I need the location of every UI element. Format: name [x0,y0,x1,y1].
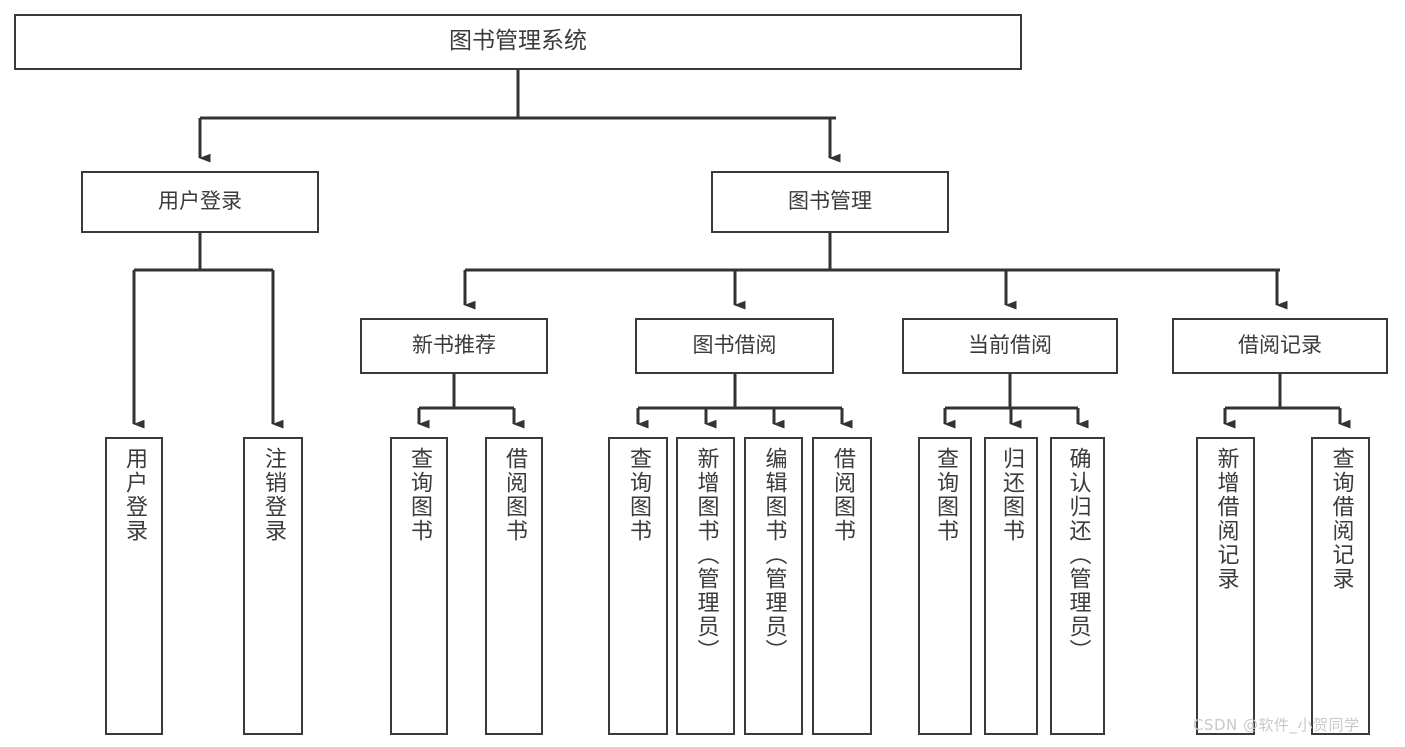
leaf-query-book-current-label: 查询图书 [933,447,958,543]
leaf-confirm-return-label: 确认归还（管理员） [1065,447,1091,663]
leaf-query-book-borrow[interactable]: 查询图书 [608,437,668,735]
leaf-logout[interactable]: 注销登录 [243,437,303,735]
csdn-watermark: CSDN @软件_小贺同学 [1193,716,1360,734]
leaf-borrow-book-recommend[interactable]: 借阅图书 [485,437,543,735]
leaf-add-borrow-record-label: 新增借阅记录 [1213,447,1239,591]
leaf-query-book-recommend-label: 查询图书 [407,447,432,543]
leaf-confirm-return[interactable]: 确认归还（管理员） [1050,437,1105,735]
node-current-borrow-label: 当前借阅 [968,333,1052,358]
leaf-query-book-borrow-label: 查询图书 [626,447,651,543]
leaf-query-borrow-record-label: 查询借阅记录 [1328,447,1354,591]
node-book-borrow[interactable]: 图书借阅 [635,318,834,374]
leaf-logout-label: 注销登录 [261,447,286,543]
leaf-borrow-book-label: 借阅图书 [830,447,855,543]
leaf-return-book-label: 归还图书 [999,447,1024,543]
leaf-edit-book[interactable]: 编辑图书（管理员） [744,437,803,735]
leaf-query-book-recommend[interactable]: 查询图书 [390,437,448,735]
leaf-edit-book-label: 编辑图书（管理员） [761,447,787,663]
node-borrow-record[interactable]: 借阅记录 [1172,318,1388,374]
leaf-add-book-label: 新增图书（管理员） [693,447,719,663]
leaf-add-borrow-record[interactable]: 新增借阅记录 [1196,437,1255,735]
node-book-manage[interactable]: 图书管理 [711,171,949,233]
leaf-user-login-label: 用户登录 [122,447,147,543]
node-borrow-record-label: 借阅记录 [1238,333,1322,358]
node-current-borrow[interactable]: 当前借阅 [902,318,1118,374]
node-user-login-label: 用户登录 [158,189,242,214]
node-new-book-recommend[interactable]: 新书推荐 [360,318,548,374]
node-book-manage-label: 图书管理 [788,189,872,214]
node-book-borrow-label: 图书借阅 [692,333,777,358]
node-new-book-recommend-label: 新书推荐 [412,333,496,358]
leaf-borrow-book[interactable]: 借阅图书 [812,437,872,735]
leaf-add-book[interactable]: 新增图书（管理员） [676,437,735,735]
leaf-query-book-current[interactable]: 查询图书 [918,437,972,735]
node-root-label: 图书管理系统 [449,28,587,55]
leaf-query-borrow-record[interactable]: 查询借阅记录 [1311,437,1370,735]
leaf-user-login[interactable]: 用户登录 [105,437,163,735]
node-root[interactable]: 图书管理系统 [14,14,1022,70]
leaf-borrow-book-recommend-label: 借阅图书 [502,447,527,543]
node-user-login[interactable]: 用户登录 [81,171,319,233]
leaf-return-book[interactable]: 归还图书 [984,437,1038,735]
